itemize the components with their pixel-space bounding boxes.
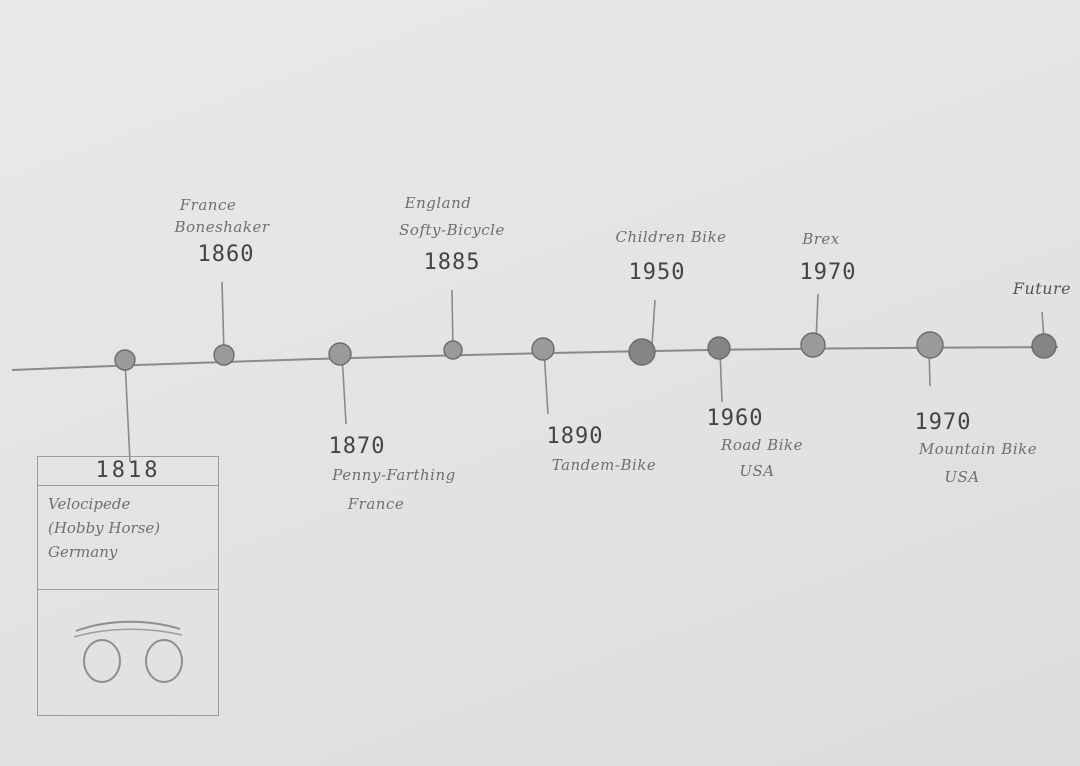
card-sketch bbox=[38, 591, 218, 715]
node-1870 bbox=[328, 342, 352, 366]
card-description: Velocipede (Hobby Horse) Germany bbox=[38, 486, 218, 590]
stem-1885 bbox=[451, 289, 454, 351]
label-1960-name: Road Bike bbox=[721, 436, 803, 454]
stem-1860 bbox=[221, 281, 225, 355]
node-1970b bbox=[916, 331, 944, 359]
label-1860-year: 1860 bbox=[197, 242, 255, 267]
label-1885-country: England bbox=[404, 194, 472, 212]
label-1860-name: Boneshaker bbox=[174, 218, 270, 236]
stem-1890 bbox=[543, 349, 549, 415]
label-1970a-name: Brex bbox=[802, 230, 840, 248]
label-1970a-year: 1970 bbox=[799, 260, 857, 285]
label-future: Future bbox=[1012, 279, 1072, 298]
timeline-axis bbox=[11, 346, 1059, 371]
label-1870-name: Penny-Farthing bbox=[332, 466, 456, 484]
label-1860-country: France bbox=[179, 196, 237, 214]
stem-1818 bbox=[124, 359, 131, 463]
label-1960-year: 1960 bbox=[706, 406, 764, 431]
node-future bbox=[1031, 333, 1057, 359]
label-1960-country: USA bbox=[739, 462, 775, 480]
stem-1950 bbox=[651, 299, 656, 346]
node-1885 bbox=[443, 340, 463, 360]
node-1950 bbox=[628, 338, 656, 366]
node-1860 bbox=[213, 344, 235, 366]
label-1970b-year: 1970 bbox=[914, 410, 972, 435]
label-1970b-name: Mountain Bike bbox=[918, 440, 1038, 458]
bicycle-sketch-icon bbox=[73, 620, 183, 683]
card-line-3: Germany bbox=[48, 543, 118, 561]
stem-1870 bbox=[341, 353, 347, 425]
label-1885-year: 1885 bbox=[423, 250, 481, 275]
node-1970a bbox=[800, 332, 826, 358]
label-1970b-country: USA bbox=[944, 468, 980, 486]
label-1950-year: 1950 bbox=[628, 260, 686, 285]
label-1950-name: Children Bike bbox=[615, 228, 727, 246]
card-line-1: Velocipede bbox=[48, 495, 131, 513]
label-1870-country: France bbox=[347, 495, 405, 513]
label-1870-year: 1870 bbox=[328, 434, 386, 459]
card-year: 1818 bbox=[38, 457, 218, 486]
card-1818: 1818 Velocipede (Hobby Horse) Germany bbox=[37, 456, 219, 716]
node-1890 bbox=[531, 337, 555, 361]
node-1960 bbox=[707, 336, 731, 360]
label-1890-year: 1890 bbox=[546, 424, 604, 449]
label-1890-name: Tandem-Bike bbox=[551, 456, 657, 474]
node-1818 bbox=[114, 349, 136, 371]
card-line-2: (Hobby Horse) bbox=[48, 519, 161, 537]
label-1885-name: Softy-Bicycle bbox=[399, 221, 505, 239]
